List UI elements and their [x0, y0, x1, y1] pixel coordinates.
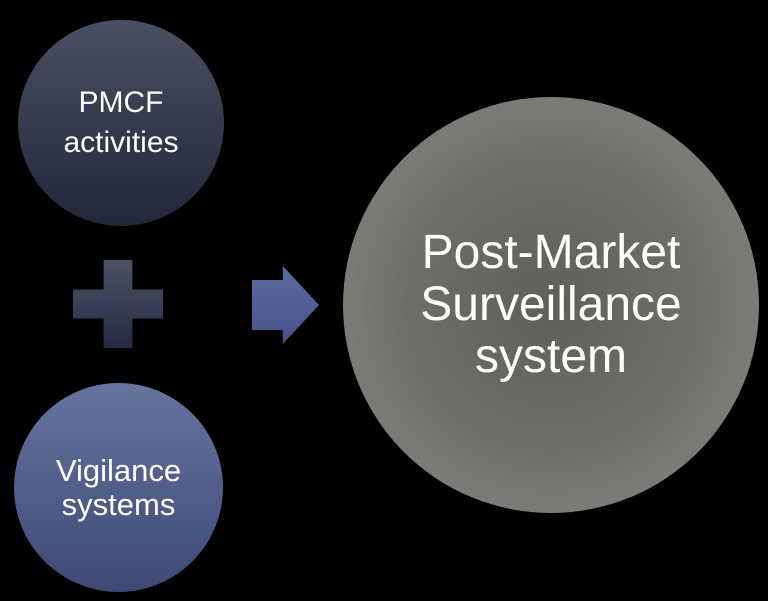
- right-arrow-icon: [252, 266, 319, 344]
- plus-icon: [73, 260, 163, 348]
- post-market-surveillance-circle: Post-Market Surveillance system: [343, 97, 759, 513]
- pmcf-activities-label: PMCF activities: [63, 86, 179, 159]
- vigilance-systems-label: Vigilance systems: [55, 452, 182, 522]
- vigilance-systems-circle: Vigilance systems: [14, 383, 223, 592]
- post-market-surveillance-label: Post-Market Surveillance system: [420, 226, 682, 383]
- pmcf-activities-circle: PMCF activities: [18, 20, 224, 226]
